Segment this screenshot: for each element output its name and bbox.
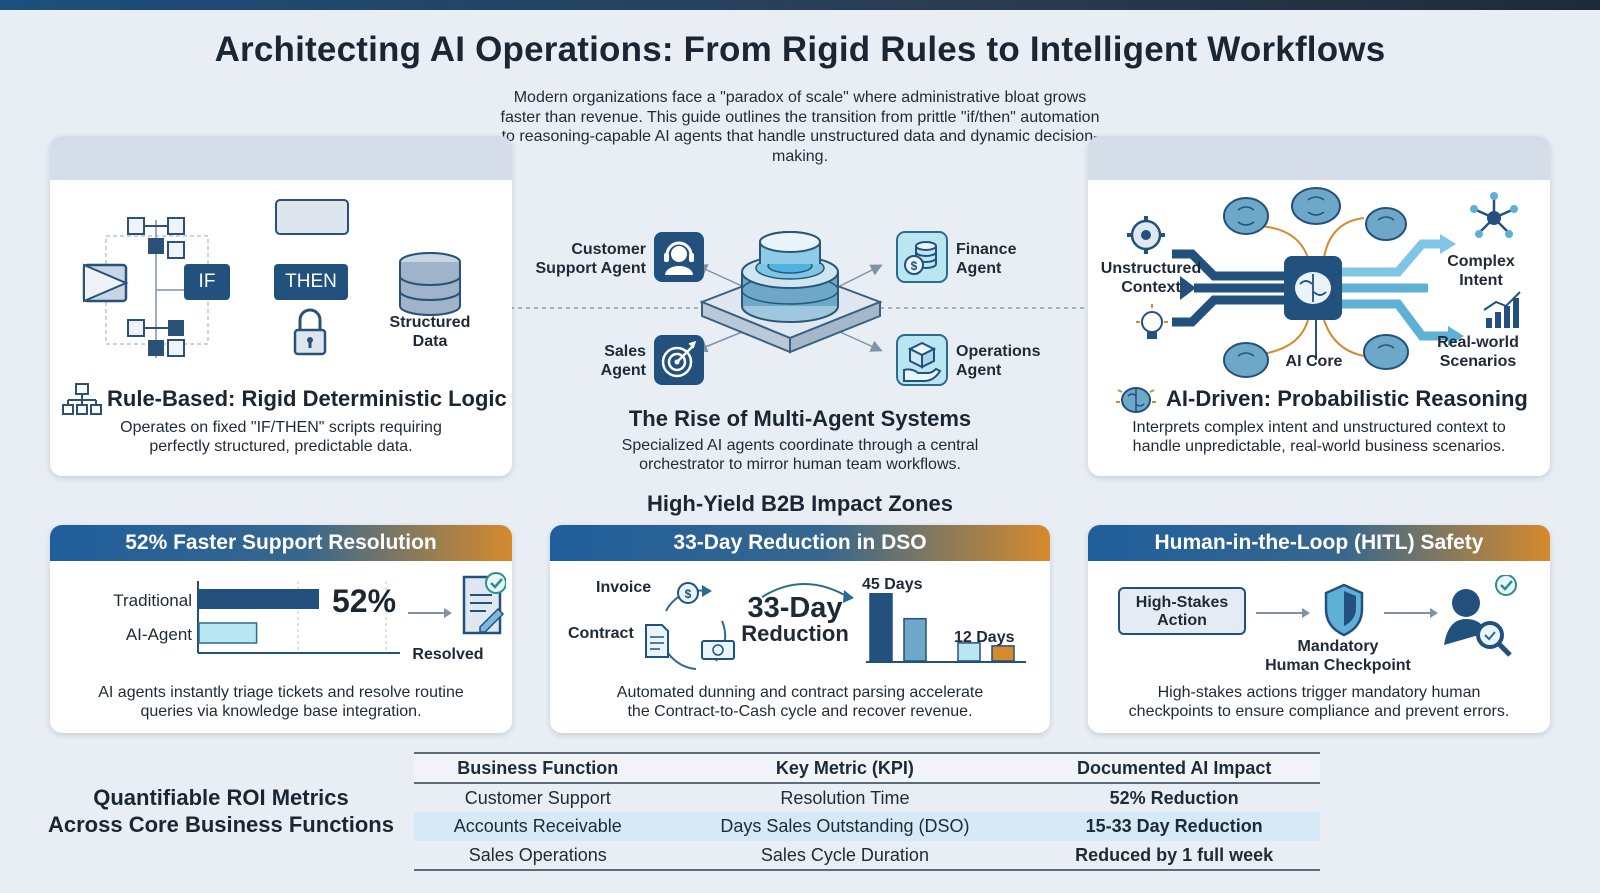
orchestrator-diagram [695, 231, 883, 354]
dso-big-number: 33-Day [747, 592, 843, 624]
ai-driven-heading: AI-Driven: Probabilistic Reasoning [1166, 386, 1528, 411]
page-title: Architecting AI Operations: From Rigid R… [214, 30, 1386, 69]
roi-header-kpi: Key Metric (KPI) [661, 752, 1029, 784]
dso-bar [957, 642, 981, 662]
table-cell: 15-33 Day Reduction [1028, 812, 1320, 841]
table-cell: 52% Reduction [1109, 787, 1239, 808]
dso-bar [991, 645, 1015, 662]
card-tab [50, 136, 512, 180]
table-cell: Sales Cycle Duration [661, 841, 1029, 871]
dso-description: Automated dunning and contract parsing a… [616, 684, 984, 720]
roi-table: Business Function Key Metric (KPI) Docum… [414, 752, 1320, 871]
top-accent-bar [0, 0, 1600, 10]
days-before-label: 45 Days [862, 576, 923, 593]
dso-bar-chart [866, 593, 1026, 663]
table-cell: Reduced by 1 full week [1028, 841, 1320, 871]
hitl-description: High-stakes actions trigger mandatory hu… [1128, 684, 1510, 720]
support-percent: 52% [332, 583, 397, 619]
rule-based-description: Operates on fixed "IF/THEN" scripts requ… [120, 419, 442, 455]
table-row: Customer Support Resolution Time 52% Red… [414, 783, 1320, 812]
resolved-document-icon [408, 572, 506, 635]
contract-label: Contract [568, 625, 634, 642]
traditional-label: Traditional [113, 591, 192, 610]
hitl-flow-icons [1256, 575, 1517, 657]
dso-bar [903, 617, 927, 662]
bar-traditional [199, 589, 319, 609]
support-resolution-card: 52% Faster Support Resolution Traditiona… [50, 525, 512, 733]
if-block: IF [184, 264, 230, 300]
support-bar-chart [197, 581, 400, 654]
multi-agent-description: Specialized AI agents coordinate through… [621, 437, 979, 473]
table-cell: Days Sales Outstanding (DSO) [661, 812, 1029, 841]
rule-based-heading: Rule-Based: Rigid Deterministic Logic [107, 386, 507, 411]
ai-driven-description: Interprets complex intent and unstructur… [1132, 419, 1506, 455]
operations-box-icon [896, 334, 948, 386]
ai-core-network-icon [1127, 187, 1521, 378]
hierarchy-icon [62, 383, 102, 415]
dso-bar [869, 593, 893, 662]
days-after-label: 12 Days [954, 629, 1015, 646]
card-tab [1088, 136, 1550, 180]
hitl-card-header: Human-in-the-Loop (HITL) Safety [1088, 525, 1550, 561]
resolved-label: Resolved [412, 646, 484, 663]
cash-cycle-icon: $ [645, 582, 854, 670]
then-block: THEN [274, 264, 348, 300]
roi-header-function: Business Function [414, 752, 662, 784]
dso-big-word: Reduction [741, 621, 849, 646]
table-cell: Customer Support [464, 787, 611, 808]
roi-header-impact: Documented AI Impact [1028, 752, 1320, 784]
hitl-safety-card: Human-in-the-Loop (HITL) Safety High-Sta… [1088, 525, 1550, 733]
table-cell: Resolution Time [780, 787, 910, 808]
support-description: AI agents instantly triage tickets and r… [98, 684, 464, 720]
svg-text:$: $ [685, 587, 692, 601]
table-row: Accounts Receivable Days Sales Outstandi… [414, 812, 1320, 841]
table-cell: Sales Operations [414, 841, 662, 871]
intro-text: Modern organizations face a "paradox of … [500, 89, 1100, 165]
multi-agent-heading: The Rise of Multi-Agent Systems [628, 406, 972, 431]
dso-card-header: 33-Day Reduction in DSO [550, 525, 1050, 561]
headset-icon [654, 232, 704, 282]
dso-reduction-card: 33-Day Reduction in DSO $ Invoice Contra… [550, 525, 1050, 733]
ai-agent-label: AI-Agent [125, 625, 192, 644]
bar-ai-agent [198, 622, 258, 644]
invoice-label: Invoice [596, 579, 652, 596]
impact-zones-title: High-Yield B2B Impact Zones [646, 491, 953, 516]
finance-coins-icon: $ [896, 231, 948, 283]
svg-text:$: $ [911, 259, 918, 273]
ai-core-label: AI Core [1285, 353, 1343, 370]
table-cell: Accounts Receivable [414, 812, 662, 841]
brain-icon [1116, 387, 1156, 413]
table-row: Sales Operations Sales Cycle Duration Re… [414, 841, 1320, 871]
support-card-header: 52% Faster Support Resolution [50, 525, 512, 561]
target-icon [654, 335, 704, 385]
